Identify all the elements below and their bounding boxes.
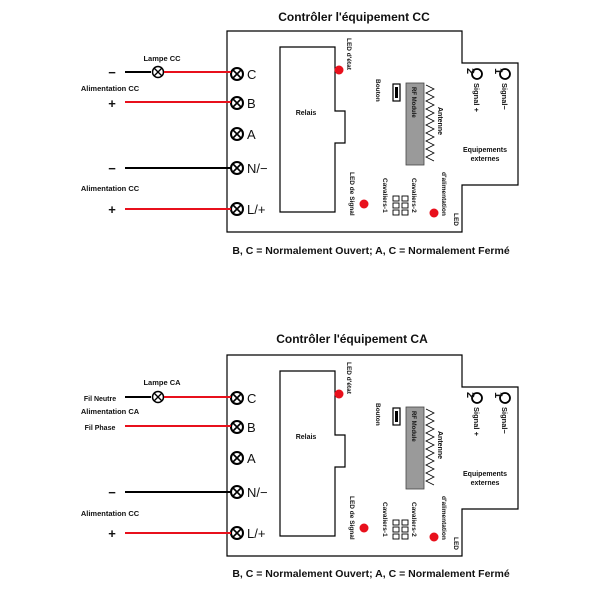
status-led-label: LED d'état: [345, 362, 352, 395]
button-label: Bouton: [374, 403, 381, 426]
terminal-l: L/+: [230, 526, 265, 541]
signal-minus-terminal: 1 Signal−: [492, 392, 511, 435]
lamp-label: Lampe CA: [143, 378, 181, 387]
external-equipment-label: Equipements: [463, 471, 507, 478]
jumpers-2: [401, 195, 409, 216]
jumpers-1: [392, 519, 400, 540]
jumpers-1: [392, 195, 400, 216]
external-equipment-label: externes: [471, 480, 500, 487]
supply-label: Alimentation CC: [81, 84, 140, 93]
jumpers-1-label: Cavaliers-1: [381, 178, 388, 213]
diagram-dc: Contrôler l'équipement CC Relais C B A: [81, 10, 519, 257]
signal-plus-label: Signal +: [472, 407, 481, 437]
terminal-label: C: [247, 391, 256, 406]
minus-sign: −: [108, 65, 116, 80]
relay-label: Relais: [296, 434, 317, 441]
power-led-label: LED: [452, 213, 459, 226]
antenna-label: Antenne: [436, 107, 443, 135]
power-led-label: LED: [452, 537, 459, 550]
terminal-a: A: [230, 127, 256, 142]
terminal-label: C: [247, 67, 256, 82]
terminal-n: N/−: [230, 161, 268, 176]
supply-label: Alimentation CA: [81, 407, 140, 416]
controller-board: [226, 354, 519, 557]
external-equipment-label: Equipements: [463, 147, 507, 154]
contact-note: B, C = Normalement Ouvert; A, C = Normal…: [232, 245, 510, 257]
lamp-symbol: [151, 65, 165, 79]
terminal-label: L/+: [247, 526, 265, 541]
phase-wire-label: Fil Phase: [85, 425, 116, 432]
terminal-n: N/−: [230, 485, 268, 500]
lamp-symbol: [151, 390, 165, 404]
rf-module: [405, 82, 425, 166]
signal-led: [359, 199, 369, 209]
antenna-label: Antenne: [436, 431, 443, 459]
signal-plus-number: 2: [464, 392, 476, 398]
terminal-a: A: [230, 451, 256, 466]
lamp-label: Lampe CC: [143, 54, 181, 63]
plus-sign: +: [108, 96, 116, 111]
signal-minus-number: 1: [492, 68, 504, 74]
signal-led-label: LED de Signal: [348, 172, 355, 216]
signal-minus-terminal: 1 Signal−: [492, 68, 511, 111]
diagram-title: Contrôler l'équipement CA: [276, 332, 428, 346]
antenna-coil: [425, 84, 435, 162]
supply-label: Alimentation CC: [81, 184, 140, 193]
terminal-l: L/+: [230, 202, 265, 217]
rf-module: [405, 406, 425, 490]
terminal-label: N/−: [247, 161, 268, 176]
power-led: [429, 208, 439, 218]
rf-module-label: RF Module: [410, 411, 416, 442]
button-label: Bouton: [374, 79, 381, 102]
signal-led: [359, 523, 369, 533]
terminal-label: B: [247, 420, 256, 435]
supply-label: Alimentation CC: [81, 509, 140, 518]
terminal-b: B: [230, 420, 256, 435]
relay-label: Relais: [296, 110, 317, 117]
signal-plus-terminal: 2 Signal +: [464, 68, 483, 113]
signal-minus-number: 1: [492, 392, 504, 398]
terminal-label: A: [247, 451, 256, 466]
terminal-label: L/+: [247, 202, 265, 217]
plus-sign: +: [108, 202, 116, 217]
controller-board: [226, 30, 519, 233]
power-led-label: d'alimentation: [440, 172, 447, 216]
status-led-label: LED d'état: [345, 38, 352, 71]
terminal-label: A: [247, 127, 256, 142]
signal-plus-terminal: 2 Signal +: [464, 392, 483, 437]
signal-plus-label: Signal +: [472, 83, 481, 113]
signal-led-label: LED de Signal: [348, 496, 355, 540]
diagram-ac: Contrôler l'équipement CA Relais C B A N: [81, 332, 519, 580]
terminal-c: C: [230, 391, 256, 406]
jumpers-1-label: Cavaliers-1: [381, 502, 388, 537]
contact-note: B, C = Normalement Ouvert; A, C = Normal…: [232, 568, 510, 580]
signal-minus-label: Signal−: [500, 407, 509, 435]
minus-sign: −: [108, 161, 116, 176]
signal-minus-label: Signal−: [500, 83, 509, 111]
minus-sign: −: [108, 485, 116, 500]
status-led: [334, 65, 344, 75]
plus-sign: +: [108, 526, 116, 541]
diagram-title: Contrôler l'équipement CC: [278, 10, 430, 24]
neutral-wire-label: Fil Neutre: [84, 396, 116, 403]
power-led: [429, 532, 439, 542]
external-equipment-label: externes: [471, 156, 500, 163]
status-led: [334, 389, 344, 399]
power-led-label: d'alimentation: [440, 496, 447, 540]
signal-plus-number: 2: [464, 68, 476, 74]
terminal-c: C: [230, 67, 256, 82]
rf-module-label: RF Module: [410, 87, 416, 118]
terminal-label: B: [247, 96, 256, 111]
jumpers-2: [401, 519, 409, 540]
jumpers-2-label: Cavaliers-2: [410, 502, 417, 537]
antenna-coil: [425, 408, 435, 486]
terminal-label: N/−: [247, 485, 268, 500]
jumpers-2-label: Cavaliers-2: [410, 178, 417, 213]
terminal-b: B: [230, 96, 256, 111]
